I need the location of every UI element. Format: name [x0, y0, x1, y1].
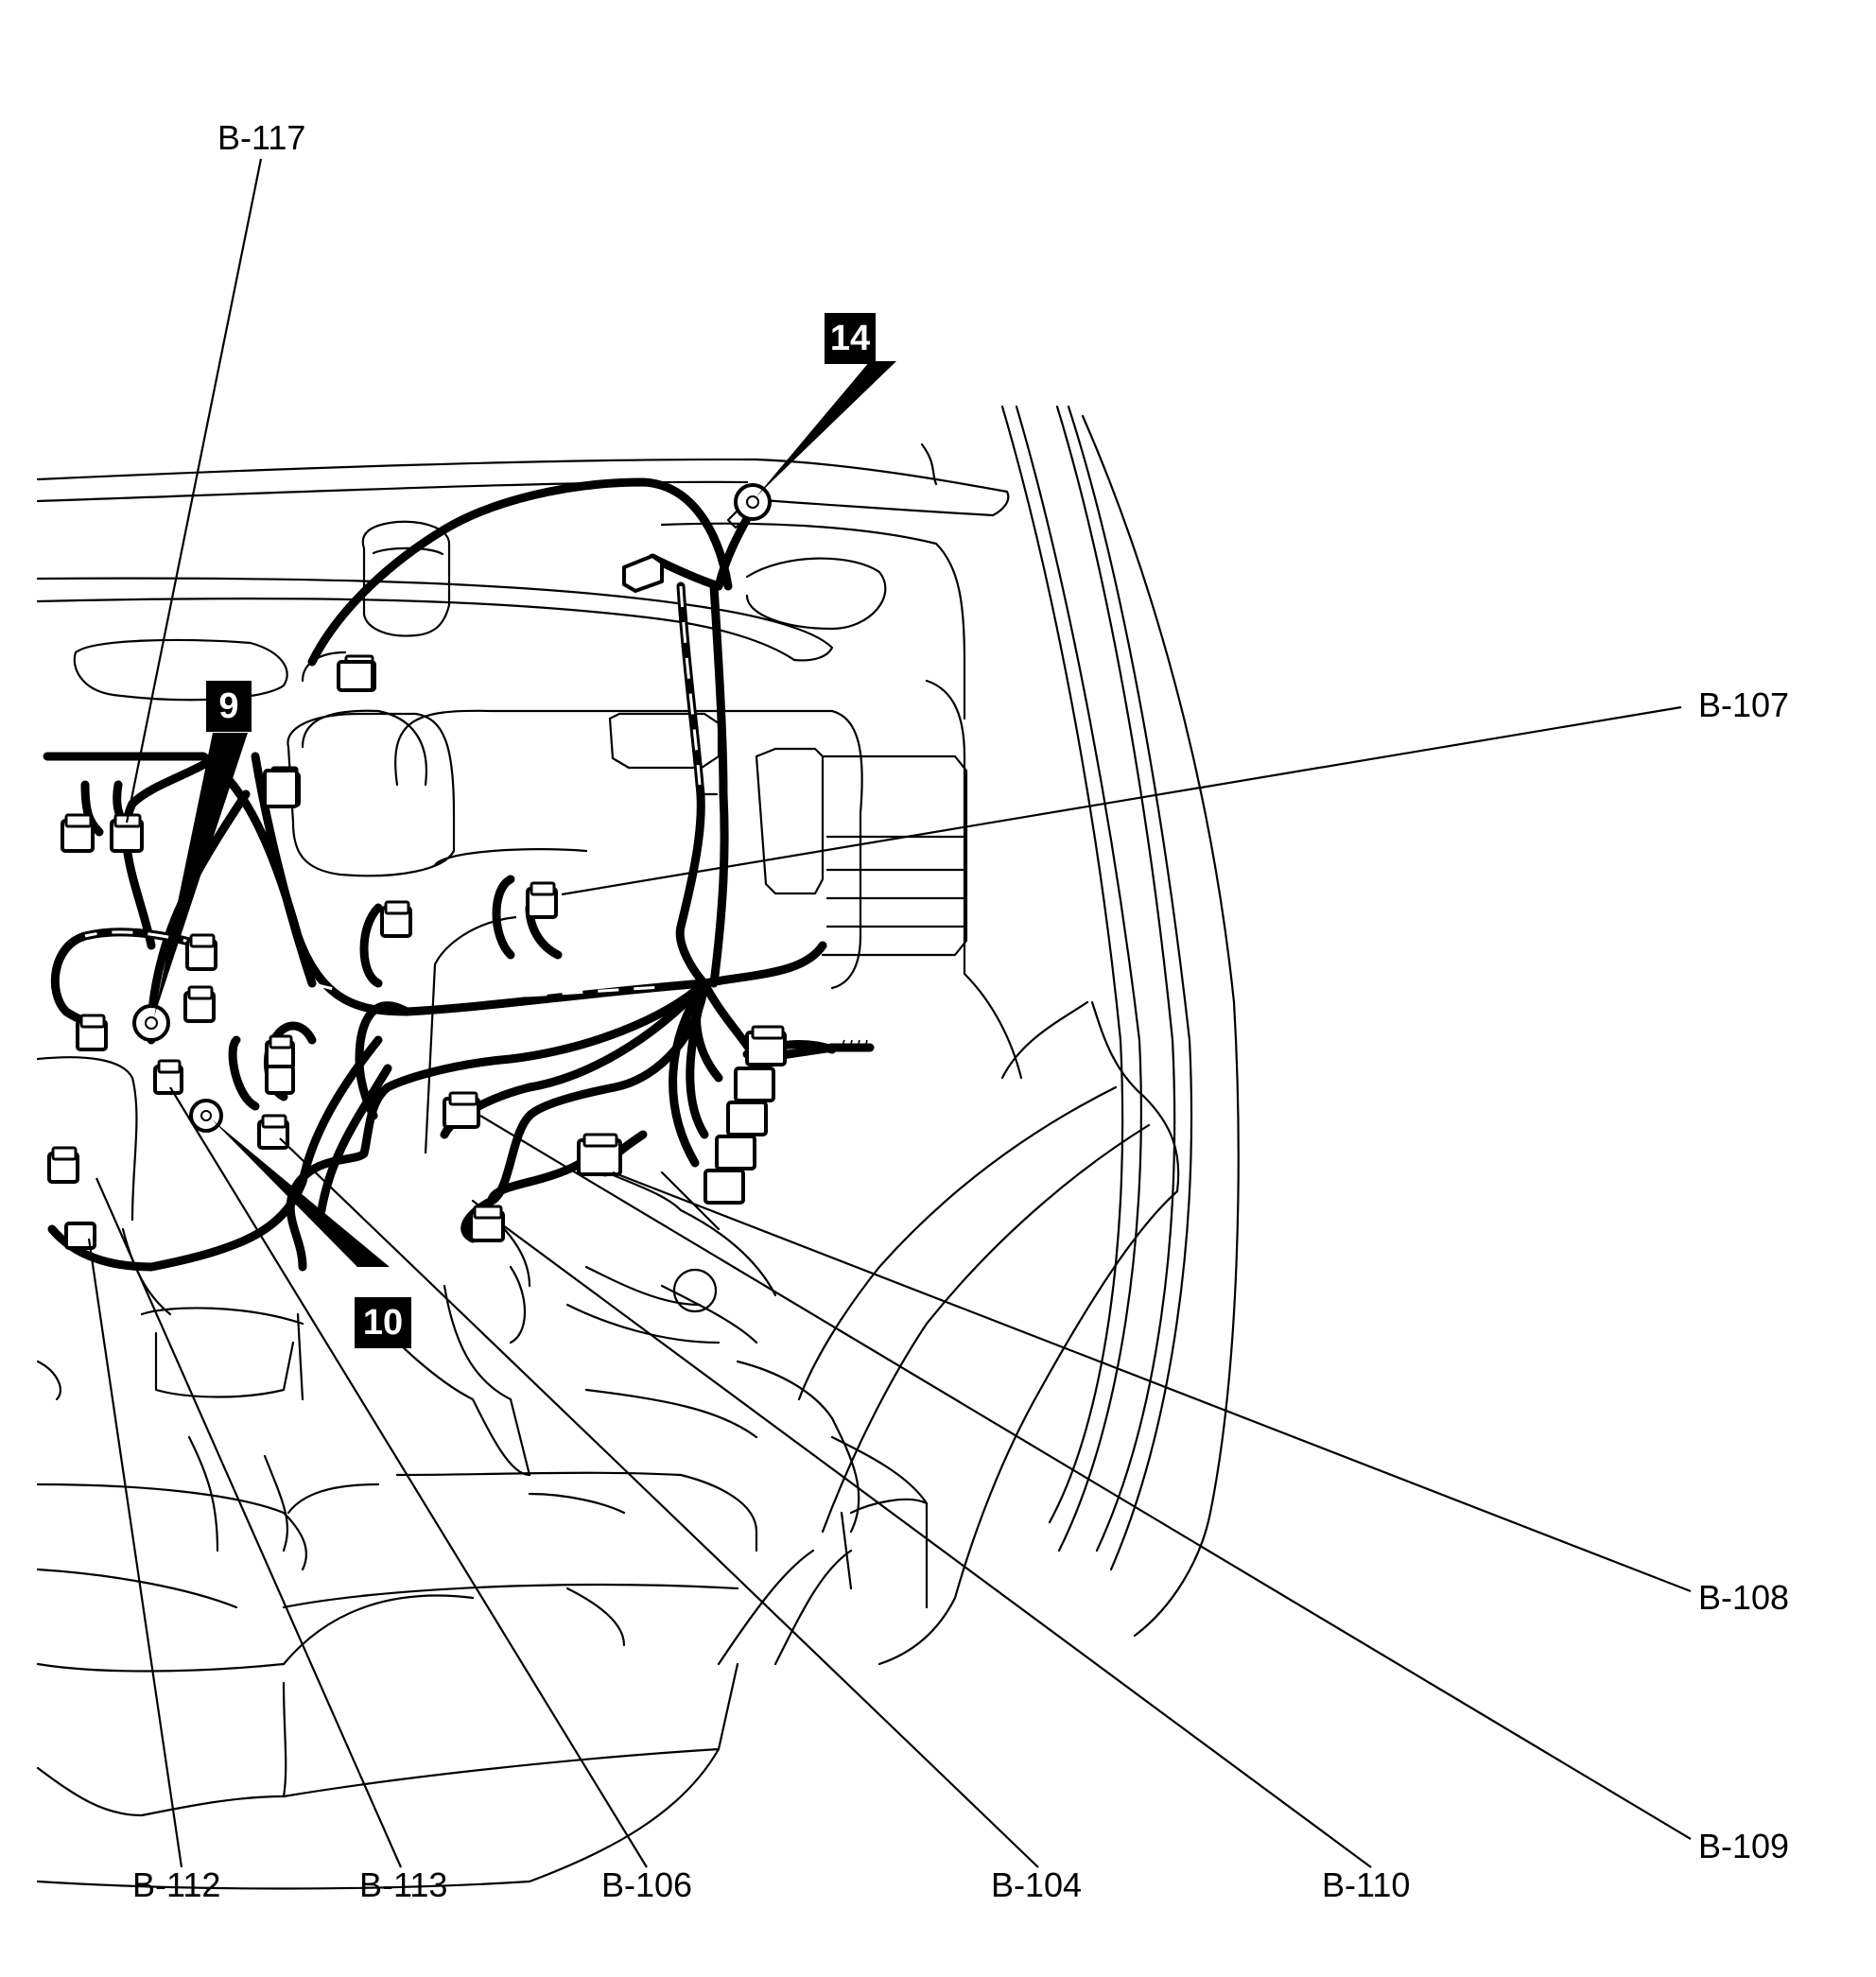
ground-point-10: [189, 1099, 223, 1133]
callout-b113: B-113: [359, 1865, 448, 1904]
callout-b117: B-117: [217, 118, 306, 157]
ground-point-9: [132, 1004, 170, 1042]
connector-reservoir-right: [622, 554, 664, 593]
connector-relay-top: [263, 769, 299, 808]
badge-9: 9: [206, 681, 252, 732]
leader-b109: [479, 1115, 1692, 1840]
connector-loop-b: [265, 1065, 295, 1095]
leader-b107: [561, 705, 1682, 896]
connector-stack-1: [745, 1025, 787, 1067]
leader-lines: [87, 158, 1692, 1868]
connector-stack-3: [726, 1101, 768, 1136]
callout-b106: B-106: [601, 1865, 693, 1904]
ground-point-14: [726, 483, 772, 529]
connector-loop-a: [265, 1034, 295, 1070]
connector-b104: [257, 1114, 289, 1150]
connector-b108: [577, 1133, 622, 1176]
leader-b108: [612, 1171, 1692, 1593]
connectors: [47, 554, 868, 1250]
callout-b109: B-109: [1698, 1827, 1790, 1865]
connector-left-mid-a: [185, 933, 217, 971]
callout-b107: B-107: [1698, 685, 1790, 724]
connector-top-small: [337, 660, 374, 692]
connector-bottom-left: [64, 1222, 96, 1250]
vehicle-body-outlines: [36, 405, 1240, 1890]
callout-b108: B-108: [1698, 1578, 1790, 1617]
leader-b117: [125, 158, 263, 824]
connector-left-low: [76, 1014, 108, 1051]
connector-b109: [469, 1205, 505, 1242]
connector-stack-2: [734, 1067, 775, 1102]
badge-10: 10: [355, 1297, 411, 1348]
leader-b112: [87, 1238, 183, 1868]
callout-b112: B-112: [132, 1865, 221, 1904]
leader-b113: [95, 1177, 403, 1868]
connector-stack-4: [715, 1135, 756, 1171]
leader-b107-branch: [424, 915, 517, 1154]
leader-b106: [169, 1086, 648, 1868]
callout-b104: B-104: [991, 1865, 1083, 1904]
ground-points: [132, 483, 772, 1133]
leader-b110: [502, 1224, 1372, 1868]
connector-b113: [153, 1059, 183, 1095]
badge-pointers: [154, 361, 896, 1267]
leader-b104: [279, 1137, 1039, 1868]
connector-left-mid-b: [183, 985, 216, 1023]
connector-b112: [47, 1146, 79, 1184]
connector-b107: [526, 881, 558, 919]
connector-b117-left: [61, 813, 95, 853]
connector-b110: [443, 1091, 480, 1129]
connector-center-left: [380, 900, 412, 938]
connector-stack-5: [704, 1169, 745, 1205]
callout-b110: B-110: [1322, 1865, 1411, 1904]
badge-14: 14: [825, 313, 876, 364]
